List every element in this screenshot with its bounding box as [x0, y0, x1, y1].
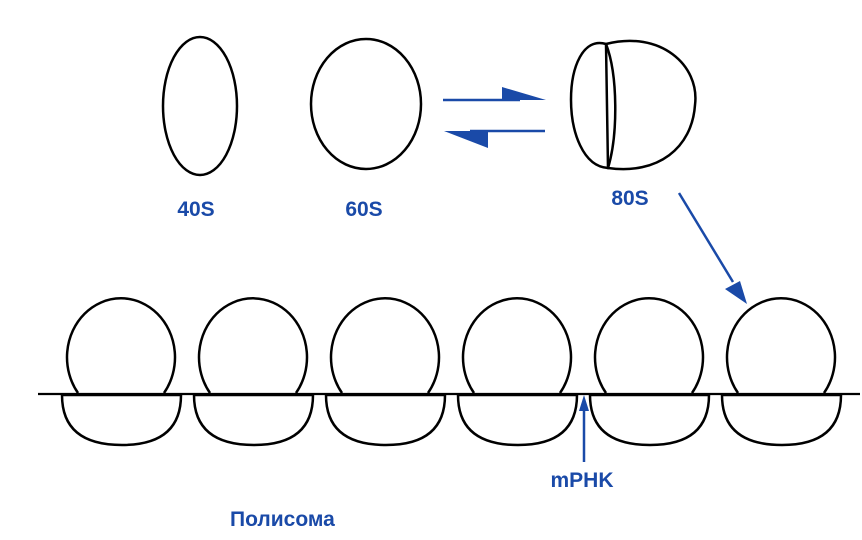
- equilibrium-arrows: [443, 87, 546, 148]
- reverse-arrow-head: [444, 131, 488, 148]
- ribosome-small-subunit: [588, 393, 711, 447]
- ribosome-large-subunit: [593, 297, 705, 394]
- ribosome-large-subunit: [329, 297, 441, 394]
- polysome-ribosome: [192, 297, 315, 447]
- large-subunit-60s: [309, 37, 423, 171]
- label-80s: 80S: [611, 187, 648, 210]
- polysome-ribosome: [324, 297, 447, 447]
- label-60s: 60S: [345, 198, 382, 221]
- ribosome-small-subunit: [192, 393, 315, 447]
- ribosome-large-subunit: [461, 297, 573, 394]
- diagonal-arrow-head: [725, 281, 747, 304]
- mrna-pointer-head: [579, 395, 589, 411]
- label-mrna: mPHK: [550, 469, 613, 492]
- ribosome-small-subunit: [456, 393, 579, 447]
- label-40s: 40S: [177, 198, 214, 221]
- polysome-ribosome: [720, 297, 843, 447]
- polysome-ribosome: [588, 297, 711, 447]
- ribosome-80s-small-part: [569, 41, 617, 170]
- diagonal-arrow-shaft: [677, 192, 735, 283]
- small-subunit-40s: [161, 35, 239, 177]
- ribosome-small-subunit: [720, 393, 843, 447]
- label-polysome: Полисома: [230, 508, 335, 531]
- polysome-ribosome: [60, 297, 183, 447]
- forward-arrow-head: [502, 87, 546, 100]
- ribosome-large-subunit: [725, 297, 837, 394]
- ribosome-small-subunit: [324, 393, 447, 447]
- ribosome-large-subunit: [65, 297, 177, 394]
- ribosome-80s-large-part: [604, 39, 697, 171]
- ribosome-large-subunit: [197, 297, 309, 394]
- ribosome-80s: [569, 39, 697, 171]
- polysome-ribosome: [456, 297, 579, 447]
- ribosome-small-subunit: [60, 393, 183, 447]
